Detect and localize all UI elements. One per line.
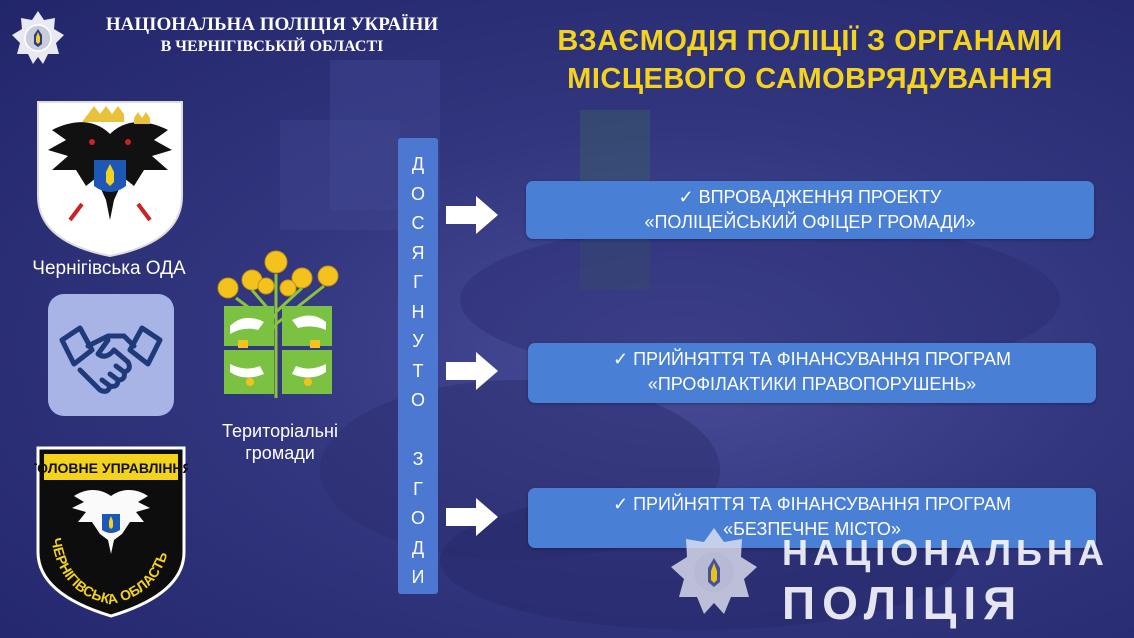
vertical-letter: О xyxy=(410,508,425,528)
money-tree-icon xyxy=(217,250,339,398)
vertical-letter: О xyxy=(410,183,425,204)
handshake-tile xyxy=(48,294,174,416)
title-line1: ВЗАЄМОДІЯ ПОЛІЦІЇ З ОРГАНАМИ xyxy=(557,25,1063,57)
organization-name: НАЦІОНАЛЬНА ПОЛІЦІЯ УКРАЇНИ В ЧЕРНІГІВСЬ… xyxy=(82,14,462,58)
item-line2: «БЕЗПЕЧНЕ МІСТО» xyxy=(723,519,901,539)
police-star-watermark-icon xyxy=(671,528,757,614)
communities-line2: громади xyxy=(245,443,315,463)
page-title: ВЗАЄМОДІЯ ПОЛІЦІЇ З ОРГАНАМИ МІСЦЕВОГО С… xyxy=(490,22,1130,98)
vertical-letter: И xyxy=(411,567,425,587)
vertical-letter: Д xyxy=(411,154,425,174)
item-community-police-officer: ✓ ВПРОВАДЖЕННЯ ПРОЕКТУ «ПОЛІЦЕЙСЬКИЙ ОФІ… xyxy=(526,181,1094,239)
vertical-letter: О xyxy=(410,390,425,410)
police-shield-emblem-icon: ГОЛОВНЕ УПРАВЛІННЯ ЧЕРНІГІВСЬКА ОБЛАСТЬ xyxy=(34,446,188,618)
shield-top-text: ГОЛОВНЕ УПРАВЛІННЯ xyxy=(34,460,188,476)
communities-label: Територіальні громади xyxy=(200,420,360,464)
vertical-letter: Г xyxy=(413,478,423,499)
arrow-right-icon xyxy=(446,196,498,234)
handshake-icon xyxy=(59,325,163,394)
org-name-line2: В ЧЕРНІГІВСЬКІЙ ОБЛАСТІ xyxy=(160,38,384,55)
vertical-letter: Т xyxy=(412,360,424,381)
item-line1: ✓ ПРИЙНЯТТЯ ТА ФІНАНСУВАННЯ ПРОГРАМ xyxy=(613,494,1011,514)
vertical-letter: Я xyxy=(411,242,425,263)
item-safe-city-programs: ✓ ПРИЙНЯТТЯ ТА ФІНАНСУВАННЯ ПРОГРАМ «БЕЗ… xyxy=(528,488,1096,548)
item-line1: ✓ ПРИЙНЯТТЯ ТА ФІНАНСУВАННЯ ПРОГРАМ xyxy=(613,349,1011,369)
title-line2: МІСЦЕВОГО САМОВРЯДУВАННЯ xyxy=(567,63,1053,95)
item-crime-prevention-programs: ✓ ПРИЙНЯТТЯ ТА ФІНАНСУВАННЯ ПРОГРАМ «ПРО… xyxy=(528,343,1096,403)
national-police-watermark: НАЦІОНАЛЬНА ПОЛІЦІЯ xyxy=(782,528,1109,628)
vertical-letter: З xyxy=(412,449,424,469)
watermark-line1: НАЦІОНАЛЬНА xyxy=(782,532,1109,573)
chernihiv-coat-of-arms-icon xyxy=(37,101,183,258)
vertical-letter: Г xyxy=(413,272,423,292)
watermark-line2: ПОЛІЦІЯ xyxy=(782,577,1024,629)
vertical-letter: У xyxy=(412,331,424,351)
communities-line1: Територіальні xyxy=(222,421,338,441)
vertical-letter: Н xyxy=(411,301,425,322)
item-line1: ✓ ВПРОВАДЖЕННЯ ПРОЕКТУ xyxy=(678,187,942,207)
arrow-right-icon xyxy=(446,352,498,390)
vertical-letter: С xyxy=(411,213,425,233)
org-name-line1: НАЦІОНАЛЬНА ПОЛІЦІЯ УКРАЇНИ xyxy=(105,14,439,35)
arrow-right-icon xyxy=(446,498,498,536)
vertical-letter: Д xyxy=(411,537,425,558)
oda-label: Чернігівська ОДА xyxy=(32,258,186,279)
item-line2: «ПРОФІЛАКТИКИ ПРАВОПОРУШЕНЬ» xyxy=(647,374,977,394)
police-star-logo xyxy=(12,11,64,64)
item-line2: «ПОЛІЦЕЙСЬКИЙ ОФІЦЕР ГРОМАДИ» xyxy=(644,212,976,232)
